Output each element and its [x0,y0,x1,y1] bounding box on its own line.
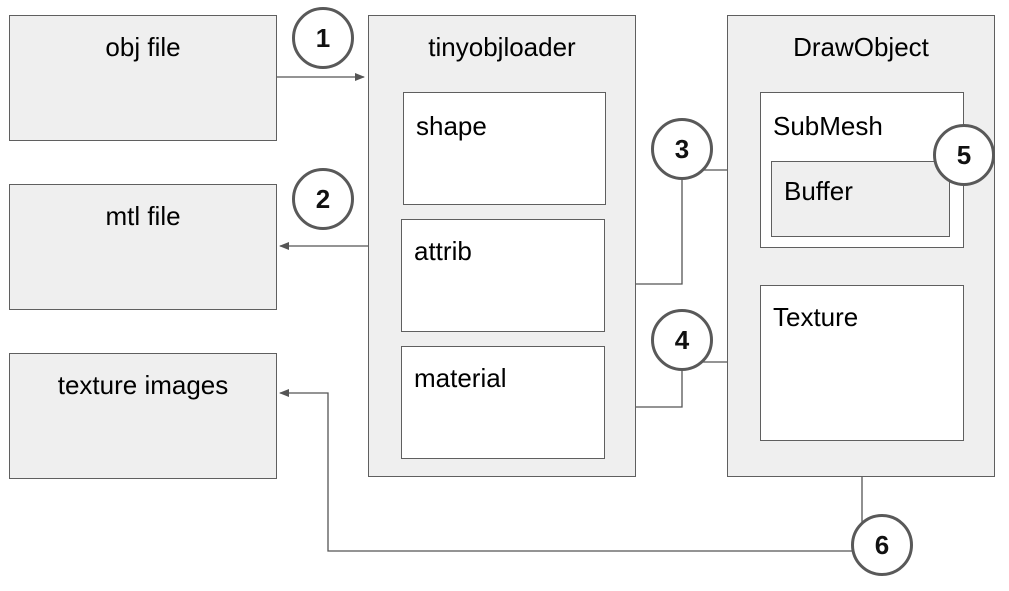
tinyobjloader-box: tinyobjloader shape attrib material [368,15,636,477]
material-label: material [414,363,507,393]
shape-label: shape [416,111,487,141]
buffer-label: Buffer [784,176,853,206]
submesh-label: SubMesh [773,111,883,141]
attrib-label: attrib [414,236,472,266]
shape-box: shape [403,92,606,205]
submesh-box: SubMesh Buffer [760,92,964,248]
texture-images-box: texture images [9,353,277,479]
arrow-attrib-to-submesh [604,166,761,285]
mtl-file-label: mtl file [105,201,181,231]
tinyobjloader-title: tinyobjloader [428,32,576,62]
step-5-marker: 5 [933,124,995,186]
texture-box: Texture [760,285,964,441]
step-1-marker: 1 [292,7,354,69]
drawobject-box: DrawObject SubMesh Buffer Texture [727,15,995,477]
material-box: material [401,346,605,459]
step-6-marker: 6 [851,514,913,576]
texture-images-label: texture images [57,370,229,400]
texture-label: Texture [773,302,859,332]
obj-file-box: obj file [9,15,277,141]
buffer-box: Buffer [771,161,950,237]
step-2-marker: 2 [292,168,354,230]
step-4-marker: 4 [651,309,713,371]
obj-file-label: obj file [105,32,181,62]
arrow-material-to-texture [604,358,761,408]
step-3-marker: 3 [651,118,713,180]
attrib-box: attrib [401,219,605,332]
arrow-texture-to-images [279,389,863,552]
drawobject-title: DrawObject [793,32,929,62]
mtl-file-box: mtl file [9,184,277,310]
